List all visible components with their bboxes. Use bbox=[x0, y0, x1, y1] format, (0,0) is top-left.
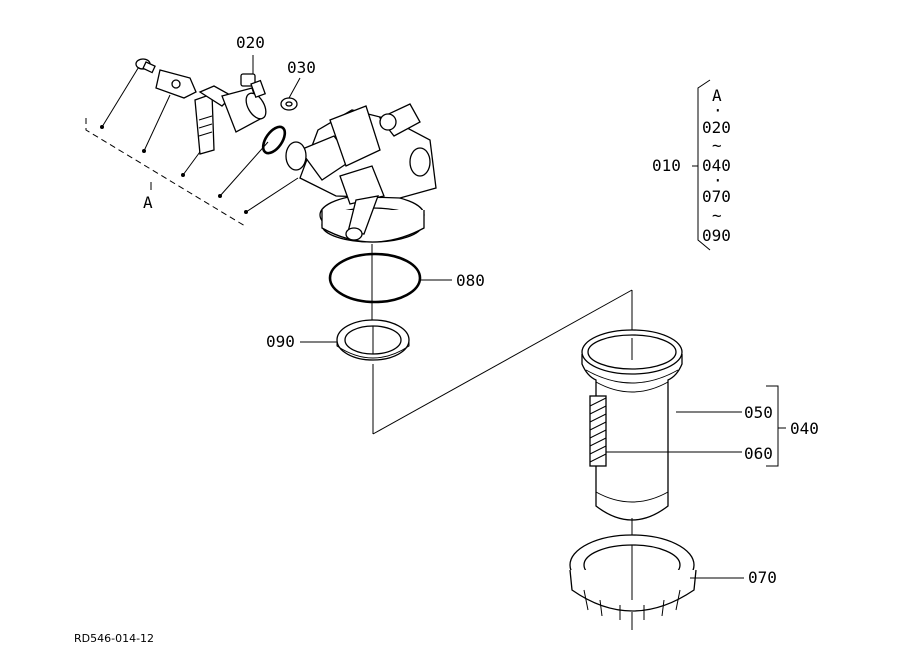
label-040: 040 bbox=[790, 419, 819, 438]
label-060: 060 bbox=[744, 444, 773, 463]
label-020: 020 bbox=[236, 33, 265, 52]
kit-title: A bbox=[712, 86, 722, 105]
kit-item-1: 020 bbox=[702, 118, 731, 137]
assembly-line-1 bbox=[372, 289, 633, 435]
ring-nut-070 bbox=[569, 534, 744, 630]
brace-040 bbox=[766, 385, 786, 467]
fitting-part bbox=[221, 87, 267, 133]
flange-part bbox=[155, 69, 197, 99]
drawing-number: RD546-014-12 bbox=[74, 632, 154, 645]
label-050: 050 bbox=[744, 403, 773, 422]
bolt-020 bbox=[240, 55, 267, 98]
seal-ring-090 bbox=[300, 319, 410, 434]
kit-dot-1: · bbox=[713, 101, 723, 120]
kit-dot-2: · bbox=[713, 171, 723, 190]
kit-item-3: 070 bbox=[702, 187, 731, 206]
kit-parent: 010 bbox=[652, 156, 681, 175]
kit-list: A · 020 ~ 040 010 · 070 ~ 090 bbox=[652, 86, 731, 245]
label-sticker-060 bbox=[589, 395, 607, 467]
label-070: 070 bbox=[748, 568, 777, 587]
label-090: 090 bbox=[266, 332, 295, 351]
filter-bowl bbox=[581, 329, 742, 544]
kit-tilde-1: ~ bbox=[712, 136, 722, 155]
kit-brace bbox=[692, 79, 711, 251]
kit-tilde-2: ~ bbox=[712, 206, 722, 225]
filter-head bbox=[285, 103, 437, 243]
washer-030 bbox=[280, 77, 301, 111]
o-ring-080 bbox=[328, 244, 452, 322]
small-o-ring bbox=[261, 125, 287, 155]
group-a-assembly bbox=[85, 58, 299, 227]
kit-item-4: 090 bbox=[702, 226, 731, 245]
bolt-part bbox=[135, 58, 156, 74]
kit-item-2: 040 bbox=[702, 156, 731, 175]
label-080: 080 bbox=[456, 271, 485, 290]
label-030: 030 bbox=[287, 58, 316, 77]
label-a: A bbox=[143, 193, 153, 212]
